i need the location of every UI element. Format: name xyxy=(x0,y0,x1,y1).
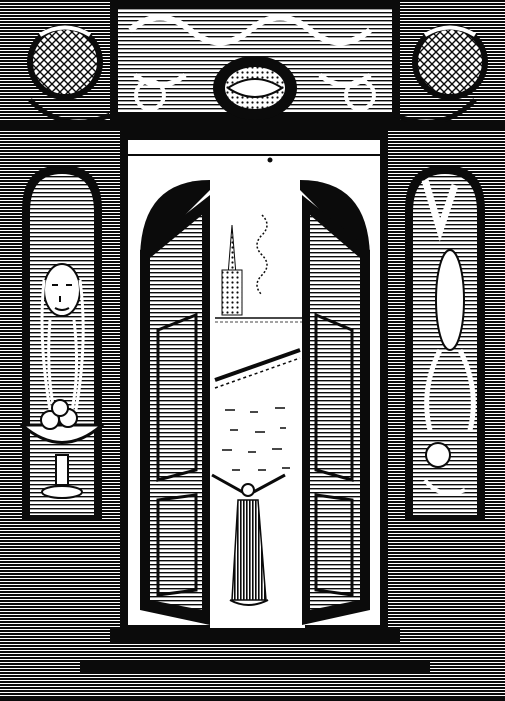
right-niche-hanging-figure xyxy=(405,165,485,520)
distant-city-skyline xyxy=(215,214,305,323)
left-globe xyxy=(27,24,112,125)
cartouche-ornament xyxy=(213,56,297,120)
stone-steps xyxy=(60,628,450,701)
distant-view xyxy=(210,190,305,630)
open-door-left xyxy=(140,195,210,625)
wall-band xyxy=(0,122,505,130)
robed-figure-arms-raised xyxy=(211,473,286,606)
water-ripples xyxy=(222,407,290,471)
bottom-border xyxy=(0,696,505,701)
left-niche-face-with-bowl xyxy=(18,165,106,520)
bridge xyxy=(214,348,301,389)
open-door-right xyxy=(302,195,370,625)
right-globe xyxy=(393,24,488,125)
